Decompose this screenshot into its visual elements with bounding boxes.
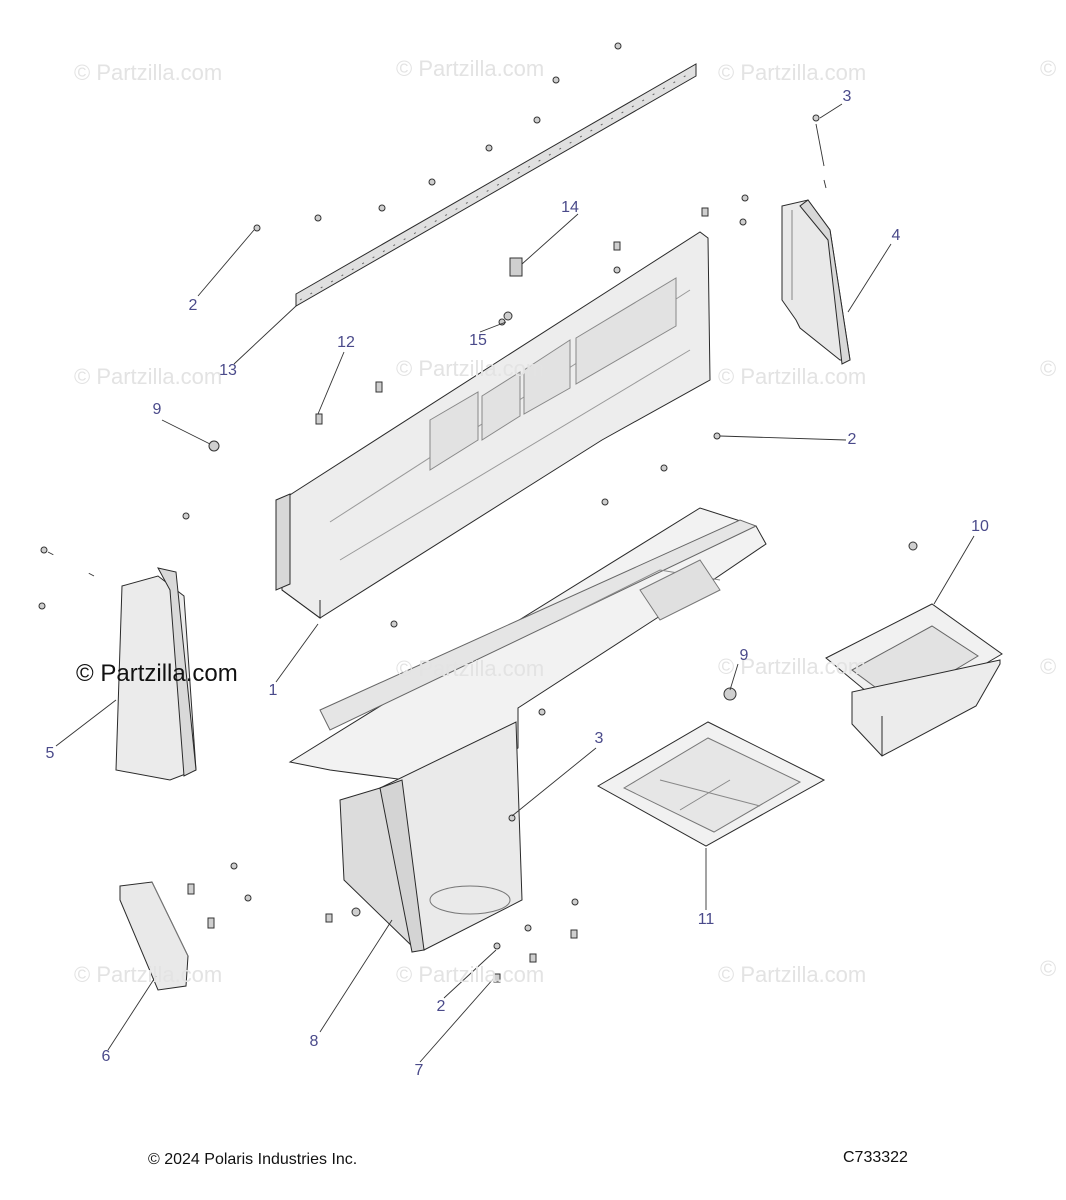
watermark-symbol: © [1040,56,1057,81]
callout-7: 7 [414,1062,424,1079]
part-10-bin [825,603,1003,757]
part-13-strip [295,63,697,307]
part-6-pad [119,881,189,991]
watermark: © Partzilla.com [74,60,223,85]
watermark: © Partzilla.com [718,364,867,389]
watermark-symbol: © [1040,654,1057,679]
part-11-tray [596,721,826,847]
watermark-symbol: © [1040,356,1057,381]
watermark-prominent: © Partzilla.com [76,660,238,687]
callout-2: 2 [188,297,198,314]
part-5-corner-panel [115,567,197,781]
callout-6: 6 [101,1048,111,1065]
diagram-id: C733322 [843,1149,908,1166]
watermark: © Partzilla.com [74,364,223,389]
callout-9: 9 [152,401,162,418]
part-8-storage-tub [288,507,767,953]
watermark-symbol: © [1040,956,1057,981]
copyright-text: © 2024 Polaris Industries Inc. [148,1151,358,1168]
callout-1: 1 [268,682,278,699]
callout-3: 3 [594,730,604,747]
part-1-back-wall [275,231,711,619]
leader-lines [47,103,975,1063]
watermark: © Partzilla.com [396,962,545,987]
watermark: © Partzilla.com [396,656,545,681]
callout-13: 13 [219,362,237,379]
callout-2: 2 [847,431,857,448]
callout-10: 10 [971,518,989,535]
callout-2: 2 [436,998,446,1015]
callout-8: 8 [309,1033,319,1050]
watermark: © Partzilla.com [718,60,867,85]
callout-4: 4 [891,227,901,244]
callout-5: 5 [45,745,55,762]
watermark: © Partzilla.com [396,56,545,81]
callout-12: 12 [337,334,355,351]
callout-15: 15 [469,332,487,349]
callout-9: 9 [739,647,749,664]
fasteners [38,42,918,983]
part-4-corner-panel [781,199,851,365]
callout-3: 3 [842,88,852,105]
watermark: © Partzilla.com [74,962,223,987]
callout-11: 11 [697,911,715,928]
watermark: © Partzilla.com [718,654,867,679]
watermark: © Partzilla.com [718,962,867,987]
watermark: © Partzilla.com [396,356,545,381]
callout-14: 14 [561,199,579,216]
